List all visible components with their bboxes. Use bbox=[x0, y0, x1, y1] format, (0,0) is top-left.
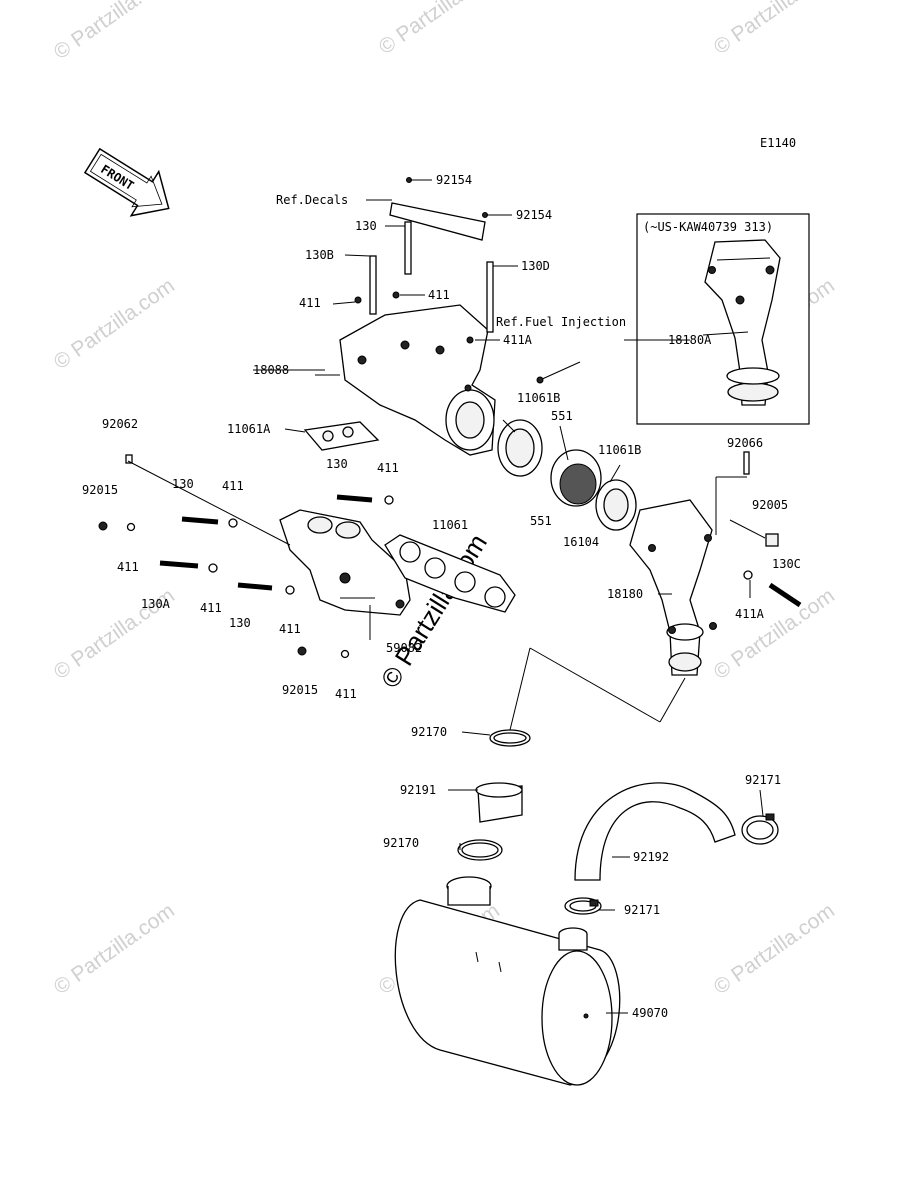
part-label: 18180 bbox=[607, 587, 643, 601]
part-label: 130A bbox=[141, 597, 171, 611]
part-label: 92066 bbox=[727, 436, 763, 450]
left-fasteners bbox=[98, 454, 394, 659]
inset-caption: (~US-KAW40739 313) bbox=[643, 220, 773, 234]
part-label: 411 bbox=[117, 560, 139, 574]
front-arrow-icon: FRONT bbox=[83, 147, 170, 217]
diagram-code: E1140 bbox=[760, 136, 796, 150]
watermark: © Partzilla.com bbox=[710, 0, 839, 59]
part-label: 16104 bbox=[563, 535, 599, 549]
part-label: 130 bbox=[326, 457, 348, 471]
watermark: © Partzilla.com bbox=[710, 584, 839, 684]
part-label: 11061B bbox=[517, 391, 560, 405]
part-label: 92171 bbox=[624, 903, 660, 917]
part-label: 551 bbox=[551, 409, 573, 423]
part-label: 130 bbox=[355, 219, 377, 233]
part-label: 130 bbox=[172, 477, 194, 491]
bolt-92066 bbox=[743, 451, 750, 475]
part-label: 551 bbox=[530, 514, 552, 528]
clamp-92171-upper bbox=[741, 813, 779, 845]
washer-411A bbox=[743, 570, 753, 580]
part-label: 92191 bbox=[400, 783, 436, 797]
plug-92005 bbox=[765, 533, 779, 547]
watermark-layer: © Partzilla.com © Partzilla.com © Partzi… bbox=[50, 0, 839, 999]
watermark: © Partzilla.com bbox=[50, 0, 179, 64]
ref-decals-label: Ref.Decals bbox=[276, 193, 348, 207]
gasket-11061B-front bbox=[497, 419, 543, 477]
bolt-130C bbox=[768, 582, 802, 608]
manifold-18088 bbox=[339, 304, 496, 456]
part-label: 411 bbox=[335, 687, 357, 701]
part-label: 11061A bbox=[227, 422, 271, 436]
part-label: 92171 bbox=[745, 773, 781, 787]
part-label: 92154 bbox=[516, 208, 552, 222]
tube-92192 bbox=[574, 782, 736, 881]
part-label: 92005 bbox=[752, 498, 788, 512]
part-label: 411A bbox=[503, 333, 533, 347]
watermark: © Partzilla.com bbox=[50, 274, 179, 374]
part-label: 92170 bbox=[383, 836, 419, 850]
decal-strip bbox=[389, 202, 486, 241]
part-label: 92170 bbox=[411, 725, 447, 739]
part-label: 49070 bbox=[632, 1006, 668, 1020]
part-label: 411 bbox=[279, 622, 301, 636]
part-label: 411 bbox=[299, 296, 321, 310]
plate-16104 bbox=[550, 449, 602, 507]
part-label: 411 bbox=[222, 479, 244, 493]
elbow-18180 bbox=[629, 499, 717, 676]
part-label: 130 bbox=[229, 616, 251, 630]
part-label: 92015 bbox=[282, 683, 318, 697]
bolts-top bbox=[354, 177, 581, 384]
part-labels: 92154 Ref.Decals 130 92154 130B 130D 411… bbox=[82, 173, 801, 1020]
part-label: 92154 bbox=[436, 173, 472, 187]
part-label: 92062 bbox=[102, 417, 138, 431]
leader-lines bbox=[253, 179, 766, 1014]
part-label: 92192 bbox=[633, 850, 669, 864]
part-label: 411 bbox=[377, 461, 399, 475]
part-label: 130C bbox=[772, 557, 801, 571]
part-label: 11061B bbox=[598, 443, 641, 457]
part-label: 92015 bbox=[82, 483, 118, 497]
lower-manifold bbox=[279, 509, 411, 616]
ref-fuel-injection-label: Ref.Fuel Injection bbox=[496, 315, 626, 329]
gasket-11061 bbox=[384, 534, 516, 613]
gasket-11061A bbox=[303, 421, 380, 451]
watermark: © Partzilla.com bbox=[375, 0, 504, 59]
watermark: © Partzilla.com bbox=[50, 899, 179, 999]
clamp-92170-lower bbox=[457, 839, 503, 861]
part-label: 18088 bbox=[253, 363, 289, 377]
part-label: 411 bbox=[428, 288, 450, 302]
part-label: 59082 bbox=[386, 641, 422, 655]
muffler-49070 bbox=[394, 876, 621, 1086]
part-label: 18180A bbox=[668, 333, 712, 347]
part-label: 411 bbox=[200, 601, 222, 615]
part-label: 130D bbox=[521, 259, 550, 273]
watermark: © Partzilla.com bbox=[710, 899, 839, 999]
part-label: 411A bbox=[735, 607, 765, 621]
clamp-92170-upper bbox=[489, 729, 531, 747]
part-label: 11061 bbox=[432, 518, 468, 532]
clamp-92171-lower bbox=[564, 897, 602, 915]
inset-panel: (~US-KAW40739 313) bbox=[636, 213, 810, 425]
coupler-92191 bbox=[475, 782, 523, 823]
part-label: 130B bbox=[305, 248, 334, 262]
gasket-11061B-rear bbox=[595, 479, 637, 531]
